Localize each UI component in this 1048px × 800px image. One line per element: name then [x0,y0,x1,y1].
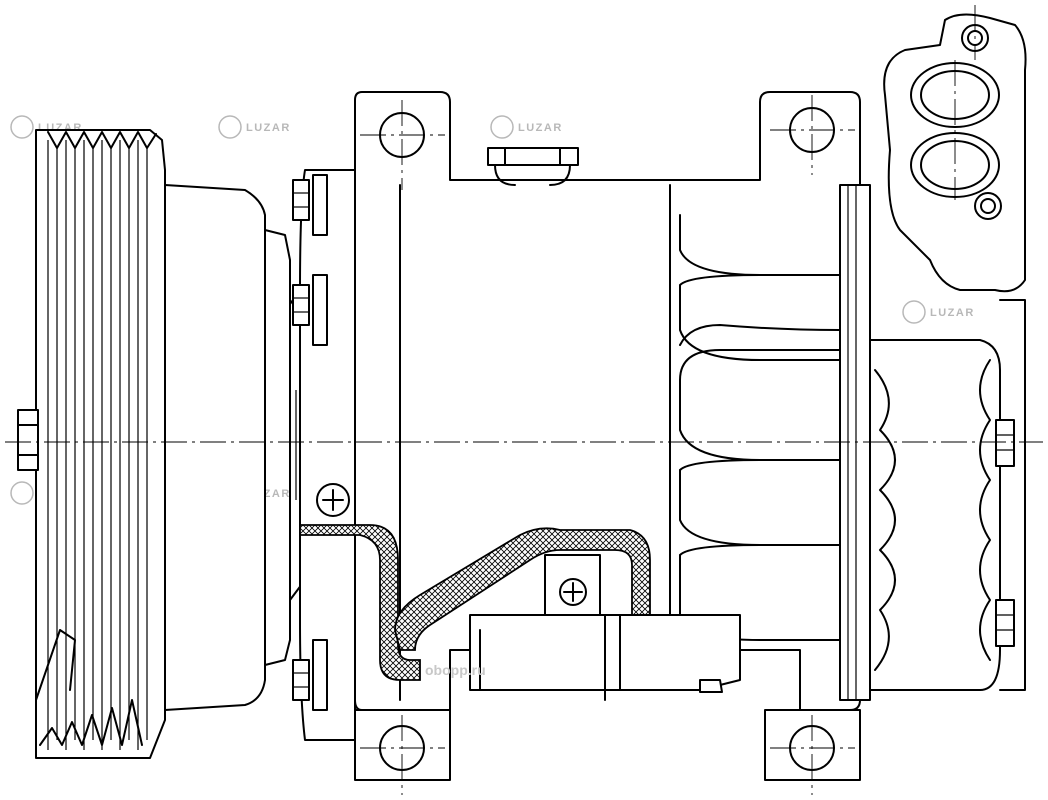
compressor-body [354,91,861,781]
luzar-logo-icon [218,115,242,139]
luzar-watermark-text: LUZAR [930,307,975,319]
luzar-watermark-text: LUZAR [518,122,563,134]
wiring-harness [299,524,741,701]
luzar-logo-icon [902,300,926,324]
rear-head [839,184,1026,701]
luzar-watermark: LUZAR [218,115,291,139]
luzar-watermark: LUZAR [902,300,975,324]
pulley [17,129,166,759]
luzar-logo-icon [490,115,514,139]
center-lines [5,5,1043,795]
luzar-watermark: LUZAR [490,115,563,139]
clutch-hub [164,184,306,711]
luzar-watermark-text: LUZAR [246,122,291,134]
site-watermark-text: oboрр.ru [425,662,486,678]
front-head [292,169,381,741]
luzar-logo-icon [10,481,34,505]
luzar-logo-icon [10,115,34,139]
